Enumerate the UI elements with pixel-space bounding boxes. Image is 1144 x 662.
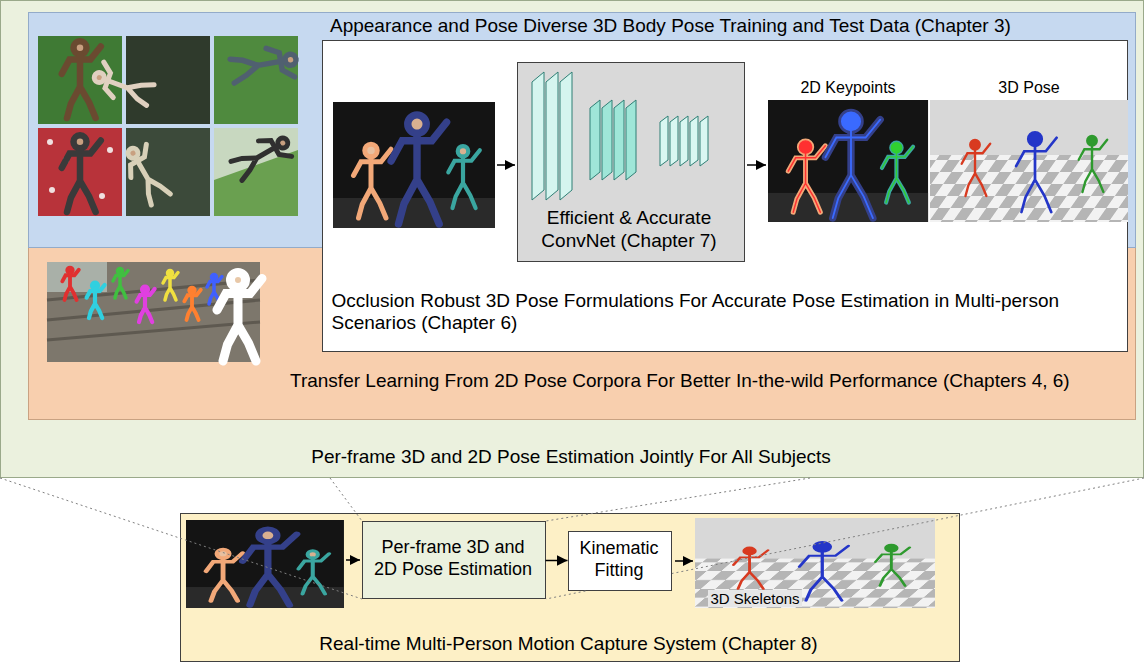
system-panel: Per-frame 3D and 2D Pose Estimation Kinem… [180, 513, 960, 662]
box-label: Efficient & Accurate ConvNet (Chapter 7) [516, 207, 742, 253]
text-holder: Per-frame 3D and 2D Pose Estimation [369, 537, 538, 580]
data-panel: Efficient & Accurate ConvNet (Chapter 7)… [28, 12, 1136, 248]
convnet-box: Efficient & Accurate ConvNet (Chapter 7) [517, 62, 745, 262]
pipeline-panel: Efficient & Accurate ConvNet (Chapter 7)… [0, 0, 1144, 478]
text-holder: Real-time Multi-Person Motion Capture Sy… [180, 633, 958, 656]
text-holder: Efficient & Accurate ConvNet (Chapter 7) [516, 207, 742, 253]
image-label: 2D Keypoints [798, 79, 897, 96]
transfer-panel: Efficient & Accurate ConvNet (Chapter 7)… [28, 12, 1136, 420]
box-label: Kinematic Fitting [575, 538, 664, 581]
text-holder: Per-frame 3D and 2D Pose Estimation Join… [0, 446, 1142, 469]
panel-title: Appearance and Pose Diverse 3D Body Pose… [330, 15, 1130, 38]
text-holder: Kinematic Fitting [575, 538, 664, 581]
zoom-lines [0, 478, 1144, 599]
input-frame [333, 102, 495, 228]
text-holder: Transfer Learning From 2D Pose Corpora F… [290, 370, 1120, 393]
flow-arrow [546, 560, 568, 562]
crowd-photo [47, 262, 262, 362]
box-label: Per-frame 3D and 2D Pose Estimation [369, 537, 538, 580]
panel-title: Real-time Multi-Person Motion Capture Sy… [180, 633, 958, 656]
skeleton-render [695, 518, 935, 608]
keypoint-image [768, 100, 928, 222]
label-holder: 3D Pose [930, 78, 1128, 97]
text-holder: Occlusion Robust 3D Pose Formulations Fo… [332, 290, 1122, 336]
label-holder: 2D Keypoints [768, 78, 928, 97]
text-holder: Appearance and Pose Diverse 3D Body Pose… [330, 15, 1130, 38]
box-title: Occlusion Robust 3D Pose Formulations Fo… [332, 290, 1122, 336]
convnet-layers [532, 72, 708, 200]
panel-title: Transfer Learning From 2D Pose Corpora F… [290, 370, 1120, 393]
input-frame [186, 520, 344, 608]
image-label: 3D Pose [996, 79, 1061, 96]
flow-arrows [346, 165, 766, 561]
process-box: Per-frame 3D and 2D Pose Estimation [362, 521, 546, 599]
process-box: Kinematic Fitting [568, 531, 672, 591]
panel-title: Per-frame 3D and 2D Pose Estimation Join… [0, 446, 1142, 469]
training-thumbnails [38, 36, 299, 216]
label-holder: 3D Skeletons [700, 590, 810, 608]
pose-render [930, 100, 1128, 222]
image-label: 3D Skeletons [708, 590, 801, 607]
